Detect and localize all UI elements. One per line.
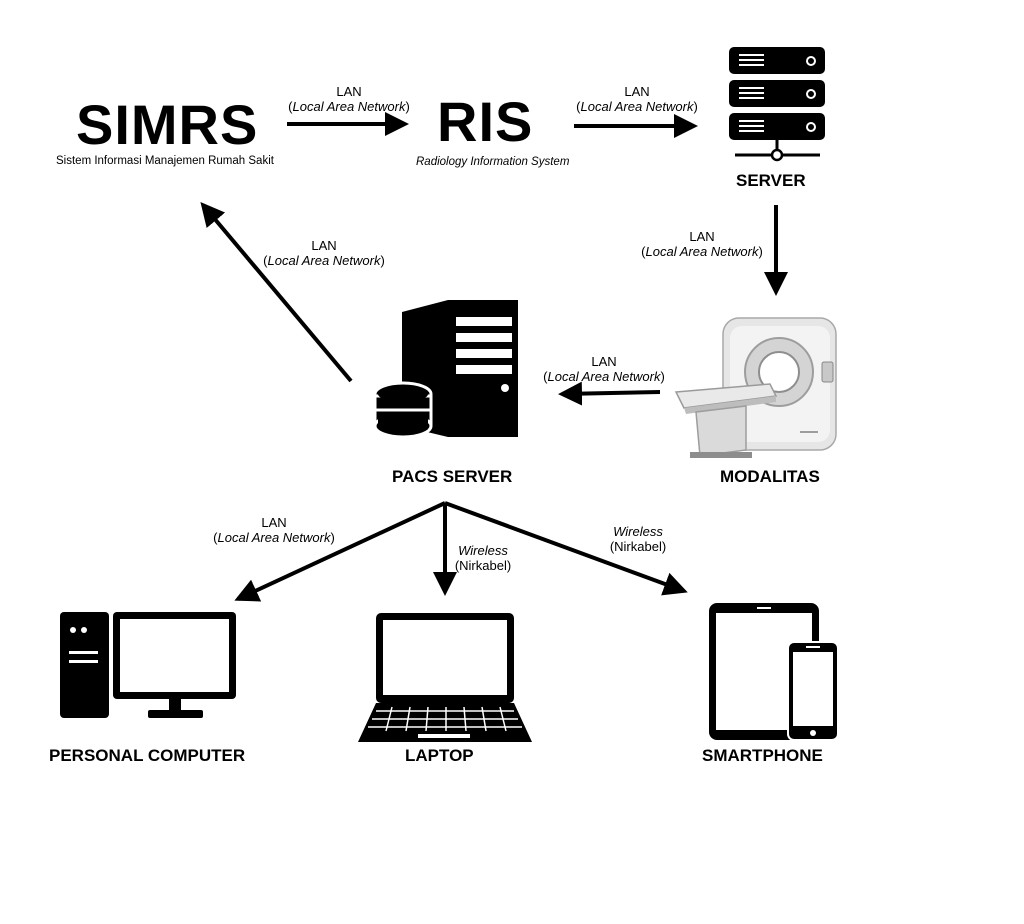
arrow-pacs-to-smartphone bbox=[444, 501, 688, 596]
arrow-pacs-to-simrs bbox=[200, 201, 353, 383]
smartphone-label: SMARTPHONE bbox=[702, 746, 823, 765]
ris-subtitle: Radiology Information System bbox=[416, 156, 570, 168]
link-label-simrs-ris: LAN (Local Area Network) bbox=[288, 84, 410, 114]
modalitas-label: MODALITAS bbox=[720, 467, 820, 486]
arrow-modalitas-to-pacs bbox=[558, 381, 661, 406]
ris-title: RIS bbox=[437, 90, 534, 153]
link-label-pacs-pc: LAN (Local Area Network) bbox=[213, 515, 335, 545]
link-label-ris-server: LAN (Local Area Network) bbox=[576, 84, 698, 114]
link-label-modalitas-pacs: LAN (Local Area Network) bbox=[543, 354, 665, 384]
link-label-pacs-smartphone: Wireless (Nirkabel) bbox=[609, 524, 667, 554]
link-label-pacs-simrs: LAN (Local Area Network) bbox=[263, 238, 385, 268]
personal-computer-label: PERSONAL COMPUTER bbox=[49, 746, 246, 765]
pacs-server-label: PACS SERVER bbox=[392, 467, 513, 486]
link-label-pacs-laptop: Wireless (Nirkabel) bbox=[454, 543, 512, 573]
link-label-server-modalitas: LAN (Local Area Network) bbox=[641, 229, 763, 259]
laptop-label: LAPTOP bbox=[405, 746, 474, 765]
simrs-subtitle: Sistem Informasi Manajemen Rumah Sakit bbox=[56, 155, 274, 167]
server-label: SERVER bbox=[736, 171, 806, 190]
simrs-title: SIMRS bbox=[76, 93, 259, 156]
arrow-pacs-to-pc bbox=[234, 501, 446, 602]
